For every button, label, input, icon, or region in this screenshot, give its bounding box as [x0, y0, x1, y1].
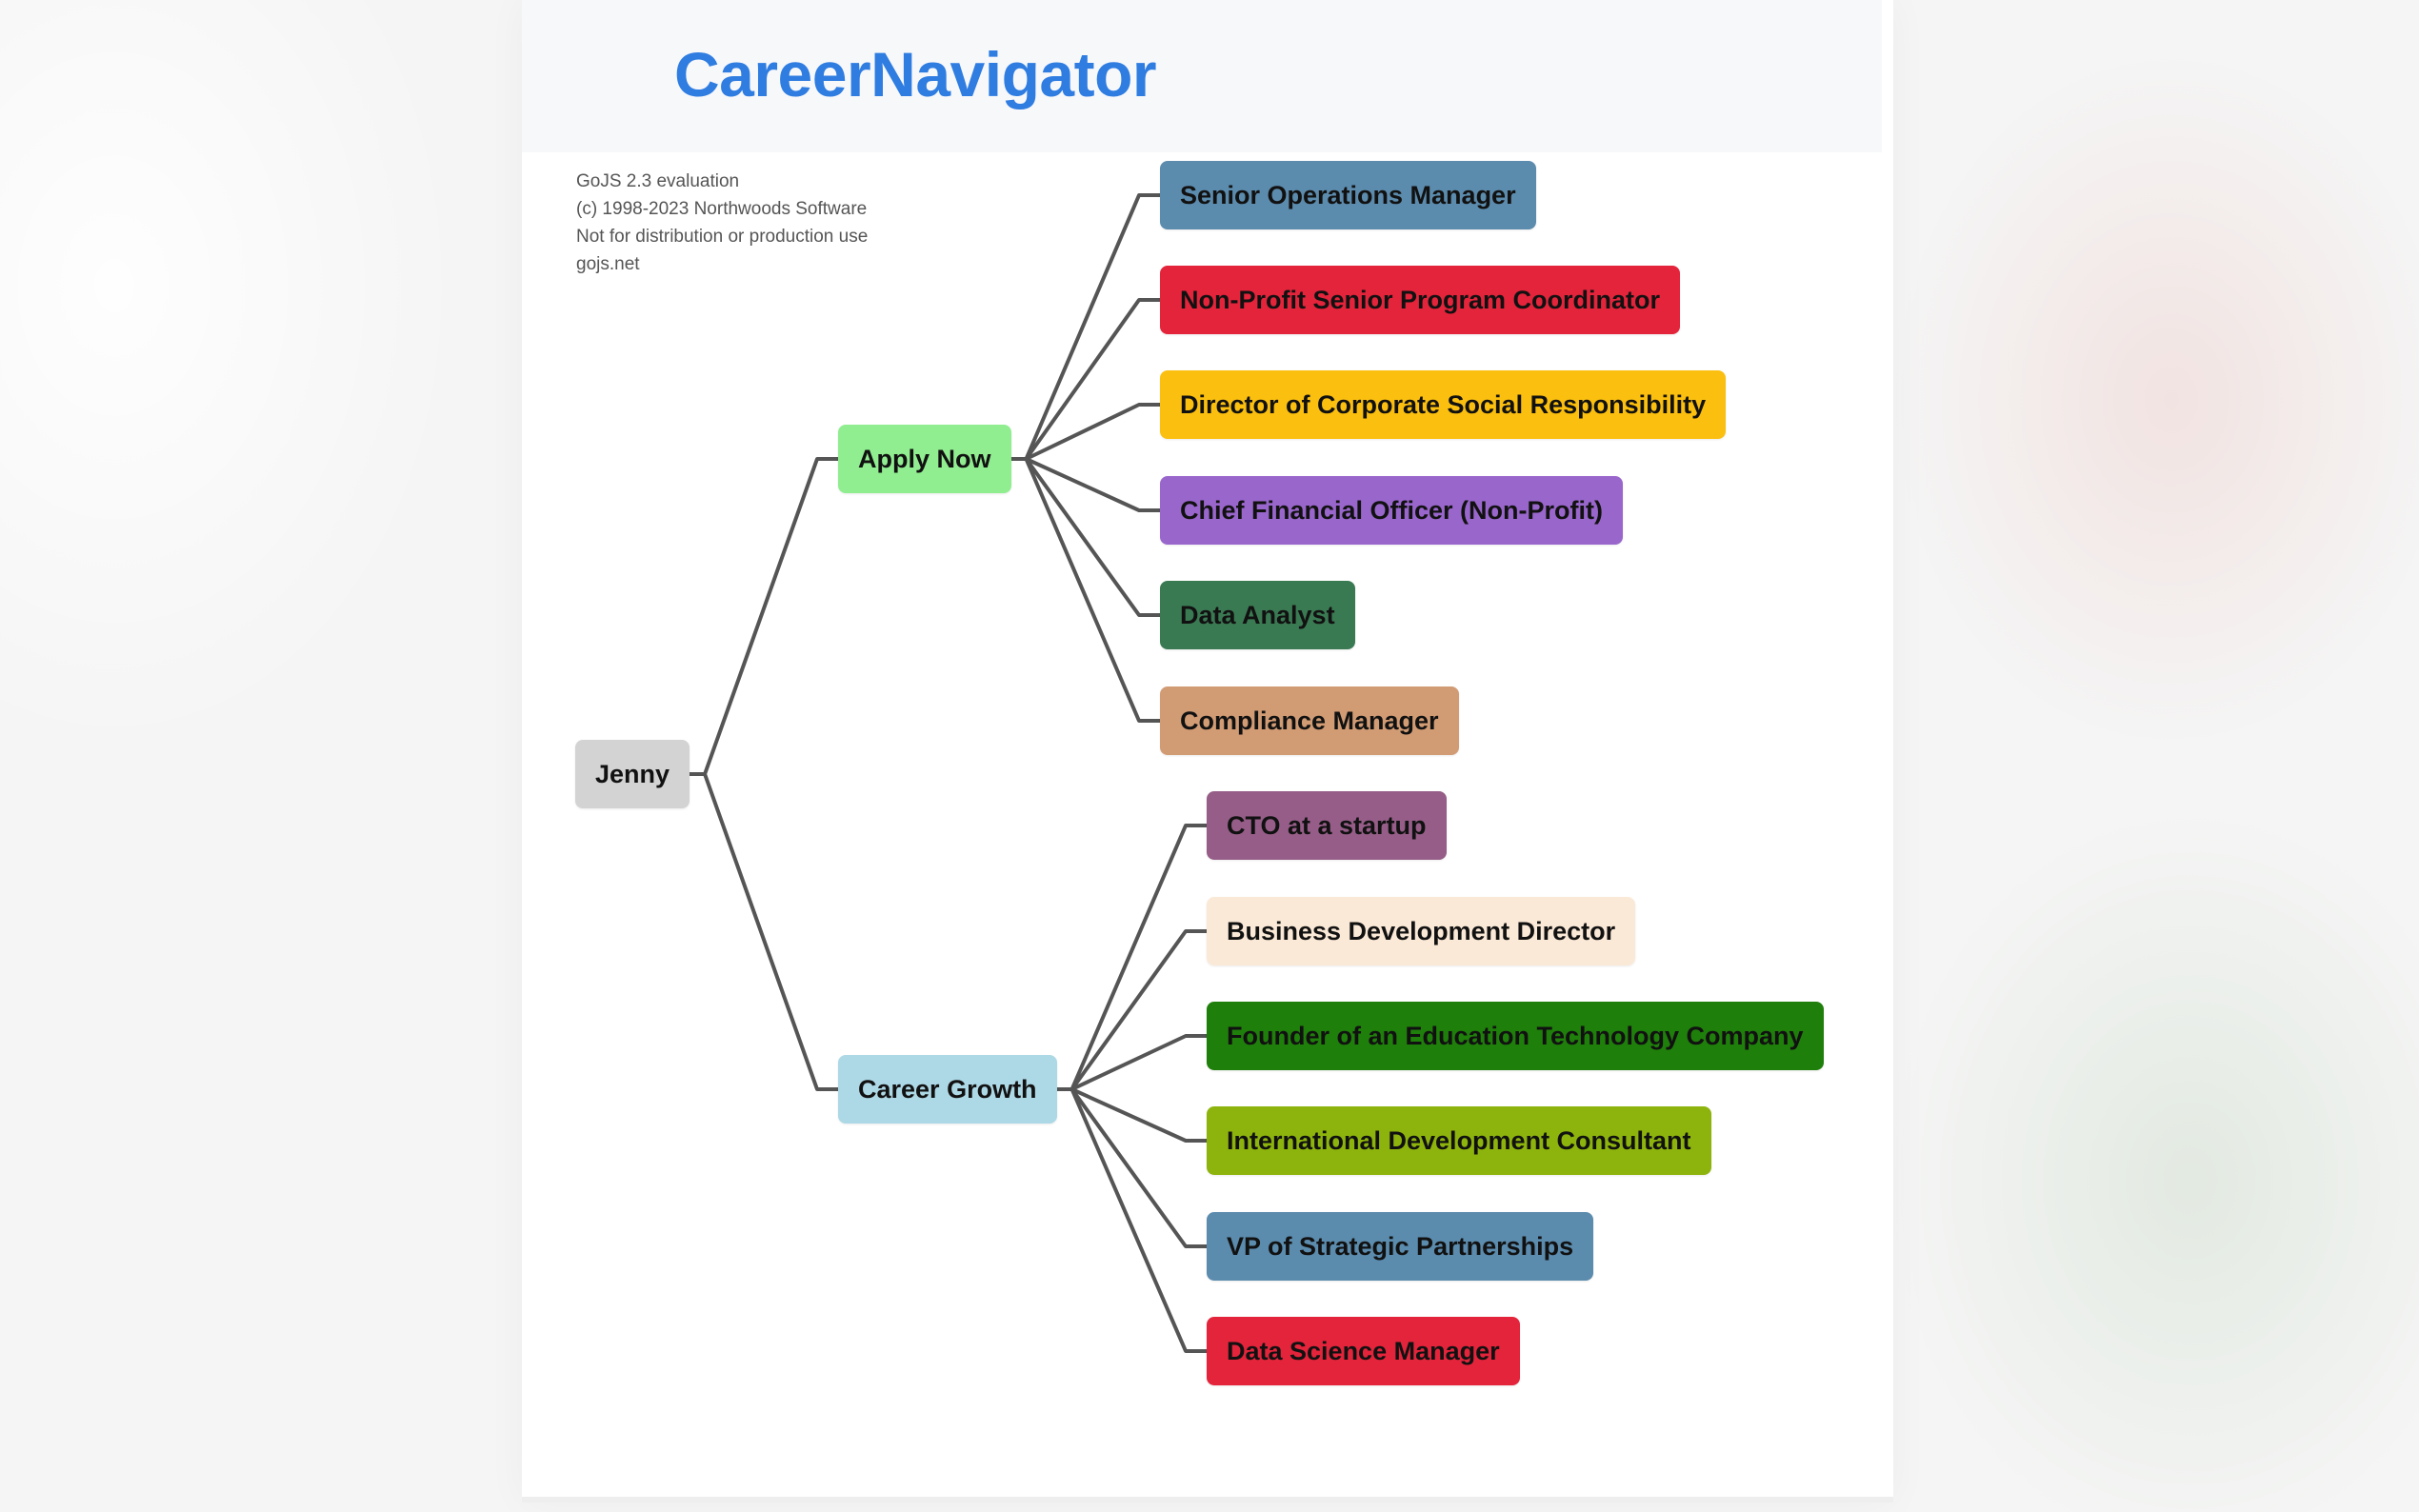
node-root[interactable]: Jenny: [575, 740, 690, 808]
node-job[interactable]: Founder of an Education Technology Compa…: [1207, 1002, 1824, 1070]
tree-link: [1056, 1087, 1207, 1353]
node-job[interactable]: Chief Financial Officer (Non-Profit): [1160, 476, 1624, 545]
node-job[interactable]: Senior Operations Manager: [1160, 161, 1536, 229]
node-job[interactable]: Data Science Manager: [1207, 1317, 1520, 1385]
app-window: CareerNavigator GoJS 2.3 evaluation (c) …: [522, 0, 1893, 1502]
career-tree-diagram[interactable]: Jenny Apply Now Senior Operations Manage…: [522, 0, 1893, 1502]
node-label: International Development Consultant: [1227, 1125, 1691, 1155]
tree-link: [1010, 193, 1160, 461]
node-label: Chief Financial Officer (Non-Profit): [1180, 495, 1604, 525]
tree-link: [690, 772, 838, 1091]
node-job[interactable]: Business Development Director: [1207, 897, 1636, 965]
gojs-watermark: GoJS 2.3 evaluation (c) 1998-2023 Northw…: [576, 168, 868, 278]
node-job[interactable]: Non-Profit Senior Program Coordinator: [1160, 266, 1681, 334]
node-label: Jenny: [595, 759, 670, 788]
watermark-line: GoJS 2.3 evaluation: [576, 171, 740, 191]
node-label: Non-Profit Senior Program Coordinator: [1180, 285, 1661, 314]
node-label: VP of Strategic Partnerships: [1227, 1231, 1574, 1261]
node-label: Compliance Manager: [1180, 706, 1439, 735]
node-label: CTO at a startup: [1227, 810, 1427, 840]
node-job[interactable]: VP of Strategic Partnerships: [1207, 1212, 1594, 1281]
node-label: Apply Now: [858, 444, 991, 473]
node-label: Senior Operations Manager: [1180, 180, 1516, 209]
app-header: CareerNavigator: [522, 0, 1882, 152]
node-label: Business Development Director: [1227, 916, 1616, 945]
bottom-divider: [522, 1497, 1893, 1502]
node-job[interactable]: Compliance Manager: [1160, 686, 1459, 755]
watermark-line: Not for distribution or production use: [576, 227, 869, 247]
node-branch-apply-now[interactable]: Apply Now: [838, 425, 1011, 493]
node-label: Data Science Manager: [1227, 1336, 1500, 1365]
watermark-line: gojs.net: [576, 254, 640, 274]
tree-link: [690, 457, 838, 776]
node-job[interactable]: International Development Consultant: [1207, 1106, 1711, 1175]
tree-link: [1010, 457, 1160, 723]
node-branch-career-growth[interactable]: Career Growth: [838, 1055, 1057, 1124]
node-job[interactable]: CTO at a startup: [1207, 791, 1447, 860]
node-label: Career Growth: [858, 1074, 1037, 1104]
node-label: Data Analyst: [1180, 600, 1335, 629]
node-label: Director of Corporate Social Responsibil…: [1180, 389, 1707, 419]
tree-link: [1056, 824, 1207, 1091]
tree-links: [690, 193, 1207, 1353]
tree-link: [1010, 457, 1160, 617]
watermark-line: (c) 1998-2023 Northwoods Software: [576, 199, 868, 219]
node-label: Founder of an Education Technology Compa…: [1227, 1021, 1804, 1050]
node-job[interactable]: Director of Corporate Social Responsibil…: [1160, 370, 1727, 439]
node-job[interactable]: Data Analyst: [1160, 581, 1355, 649]
app-title: CareerNavigator: [674, 39, 1157, 109]
